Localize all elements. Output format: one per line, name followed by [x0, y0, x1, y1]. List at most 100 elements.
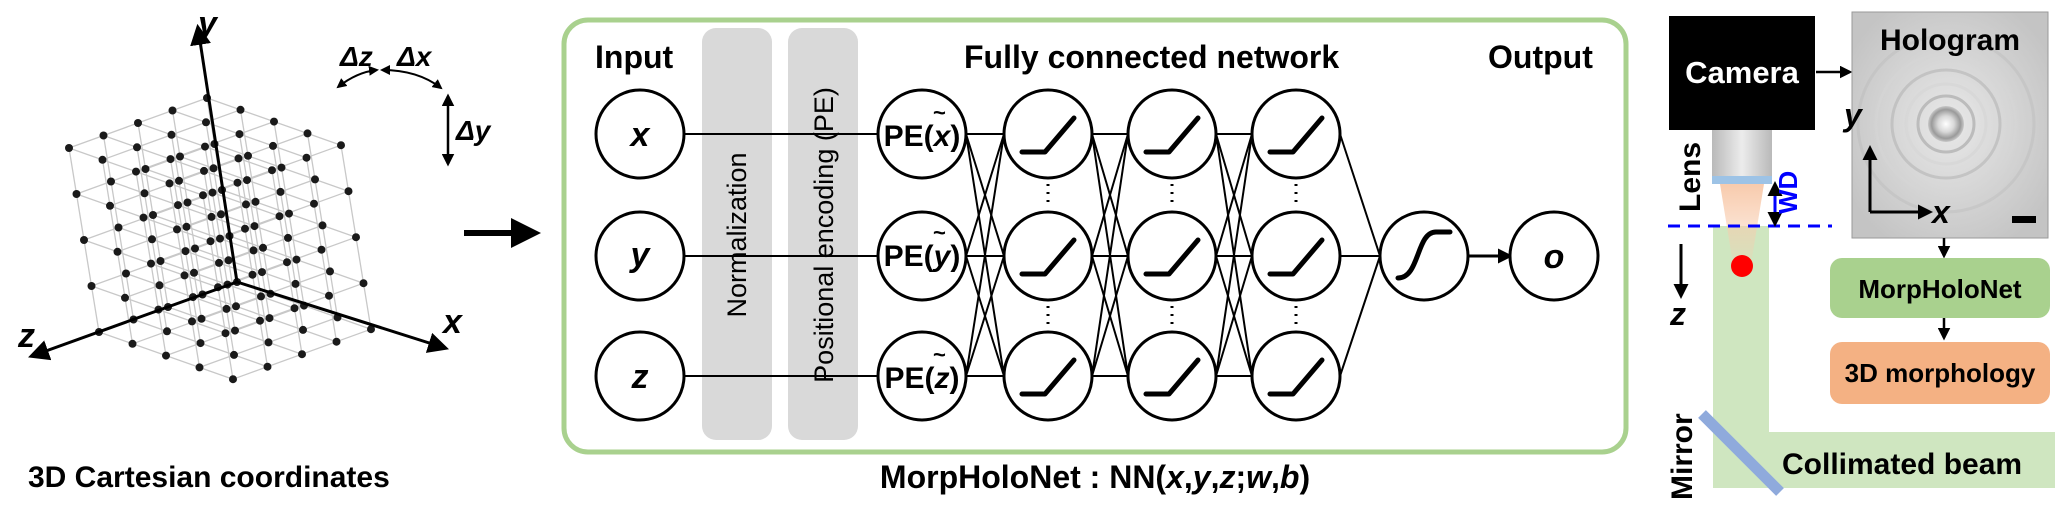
panel-optical-setup: Mirror Collimated beam Camera Lens WD z …	[1666, 11, 2055, 500]
morpholonet-box-label: MorpHoloNet	[1858, 274, 2022, 304]
lattice-point	[149, 211, 157, 219]
sample-particle	[1731, 255, 1753, 277]
normalization-label: Normalization	[722, 152, 752, 317]
softplus-icon	[1267, 237, 1325, 277]
pe-node-y: PE(y) ~	[876, 210, 968, 302]
lattice-point	[80, 236, 88, 244]
lattice-point	[173, 225, 181, 234]
morphology-box	[1830, 342, 2050, 404]
pe-node-x-tilde: ~	[933, 100, 946, 125]
focus-cone	[1720, 184, 1764, 258]
mirror-label: Mirror	[1666, 413, 1699, 500]
lattice-point	[180, 271, 189, 280]
lattice-point	[99, 131, 108, 140]
normalization-bar	[702, 28, 772, 440]
fc-wire	[1339, 133, 1381, 257]
pe-node-x-suffix: )	[950, 120, 960, 153]
axis-label-x: x	[441, 303, 464, 341]
hologram-title: Hologram	[1880, 24, 2020, 57]
interference-ring	[1916, 94, 1976, 154]
morphology-box-label: 3D morphology	[1845, 358, 2036, 388]
lattice-point	[113, 247, 122, 256]
pe-node-z-suffix: )	[950, 362, 960, 395]
lattice-point	[263, 362, 272, 371]
network-title: Fully connected network	[964, 39, 1339, 75]
svg-text:PE(y): PE(y)	[884, 240, 961, 273]
lattice-point	[317, 245, 326, 254]
lattice-point	[256, 316, 264, 325]
lattice-point	[269, 141, 277, 150]
fc-wire	[1215, 255, 1253, 377]
interference-ring	[1890, 68, 2002, 180]
hidden-node	[1126, 330, 1218, 422]
fc-wire	[1091, 255, 1129, 377]
lattice-point	[168, 106, 177, 115]
lattice-point	[188, 317, 196, 326]
pe-node-x: PE(x) ~	[876, 88, 968, 180]
lattice-point	[132, 167, 140, 176]
lattice-point	[332, 337, 341, 346]
lattice-point	[241, 224, 249, 233]
lattice-point	[139, 213, 148, 222]
lattice-point	[155, 281, 164, 290]
lattice-point	[72, 190, 81, 198]
hidden-node-circle	[1250, 210, 1342, 302]
hologram-y-label: y	[1842, 97, 1864, 133]
fc-wire	[1339, 255, 1381, 377]
lattice-point	[147, 259, 155, 268]
z-axis-label: z	[1669, 296, 1686, 332]
hidden-node-circle	[1002, 330, 1094, 422]
lattice-point	[163, 327, 171, 336]
lattice-point	[299, 325, 307, 334]
softplus-icon	[1143, 115, 1201, 155]
pe-node-z: PE(z) ~	[876, 330, 968, 422]
lattice-point	[200, 166, 208, 175]
lattice-point	[202, 118, 210, 127]
panel-3d-coordinates: y x z Δz Δx Δy 3D Cartesian coordinates	[17, 5, 492, 494]
lattice-point	[215, 258, 223, 267]
lattice-point	[344, 187, 353, 196]
sigmoid-curve-icon	[1395, 229, 1453, 281]
lattice-point	[174, 201, 182, 210]
lattice-point	[325, 291, 333, 300]
pe-node-y-suffix: )	[950, 240, 960, 273]
lattice-point	[318, 221, 327, 230]
lattice-point	[181, 247, 190, 256]
lattice-point	[183, 198, 192, 207]
lattice-point	[206, 237, 215, 246]
lattice-point	[285, 209, 293, 218]
lattice-point	[248, 270, 257, 279]
pe-node-z-var: z	[934, 362, 950, 395]
lattice-point	[201, 142, 209, 151]
hidden-node	[1002, 330, 1094, 422]
lattice-point	[265, 314, 274, 323]
positional-encoding-label: Positional encoding (PE)	[809, 87, 839, 383]
lattice-point	[242, 200, 250, 209]
fc-wire	[965, 255, 1005, 377]
fc-wire	[965, 133, 1005, 257]
output-node-label: o	[1544, 238, 1565, 276]
lattice-point	[222, 304, 231, 313]
lattice-point	[284, 233, 292, 242]
x-axis-line	[236, 280, 450, 353]
lattice-point	[134, 119, 142, 127]
softplus-icon	[1143, 237, 1201, 277]
lattice-point	[165, 179, 174, 188]
lattice-point	[217, 210, 225, 219]
lattice-point	[243, 176, 251, 185]
interference-ring	[1856, 34, 2036, 214]
lattice-point	[167, 130, 176, 139]
hidden-node	[1002, 88, 1094, 180]
lattice-point	[197, 314, 206, 323]
input-node-x: x	[594, 88, 686, 180]
lattice-point	[107, 177, 115, 186]
lattice-point	[367, 325, 375, 334]
delta-z-arrow	[336, 65, 379, 89]
lattice-point	[326, 267, 334, 276]
input-node-z: z	[594, 330, 686, 422]
softplus-icon	[1019, 357, 1077, 397]
hidden-node	[1250, 88, 1342, 180]
lattice-point	[283, 258, 291, 267]
pe-node-y-prefix: PE(	[884, 240, 934, 273]
lattice-point	[249, 246, 258, 255]
